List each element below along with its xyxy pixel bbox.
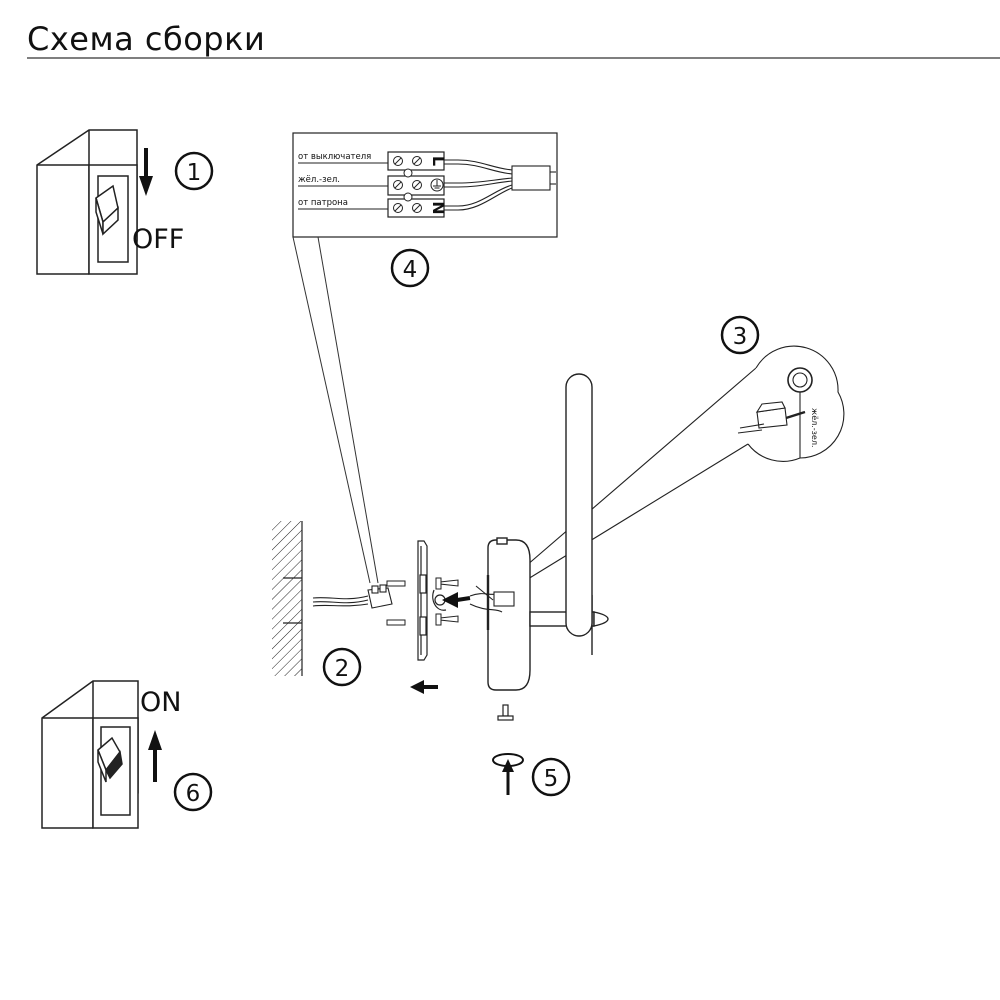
terminal-block-detail: L N от выключателя жёл.-зел. от патрона xyxy=(292,132,558,238)
detail-callout-lines xyxy=(292,236,379,584)
step-6-number: 6 xyxy=(186,781,201,807)
step-6-circle xyxy=(173,772,213,812)
step-5-number: 5 xyxy=(544,766,559,792)
step-3-circle xyxy=(720,315,760,355)
arrow-down-icon xyxy=(139,148,153,196)
wall-dowels xyxy=(386,580,406,626)
off-label: OFF xyxy=(132,224,184,255)
mounting-screws xyxy=(435,577,459,626)
switch-off-illustration xyxy=(36,129,138,275)
step-1-number: 1 xyxy=(187,160,202,186)
fixture-wires xyxy=(469,585,515,613)
terminal-letter-l: L xyxy=(429,156,448,166)
ground-screw-detail xyxy=(504,345,845,591)
mounting-plate xyxy=(417,540,447,661)
step-3-number: 3 xyxy=(733,324,748,350)
arrow-up-small-icon xyxy=(502,759,514,795)
switch-on-illustration xyxy=(41,680,139,829)
fixture-housing xyxy=(486,373,609,691)
arrow-left-bottom-icon xyxy=(410,680,438,694)
step-4-circle xyxy=(390,248,430,288)
arrow-up-icon xyxy=(148,730,162,782)
terminal-letter-n: N xyxy=(429,201,448,214)
label-ground-wire: жёл.-зел. xyxy=(298,175,340,185)
label-from-socket: от патрона xyxy=(298,198,348,208)
wall-section xyxy=(272,521,303,676)
ground-wire-label: жёл.-зел. xyxy=(810,408,819,448)
label-from-switch: от выключателя xyxy=(298,152,371,162)
page-title: Схема сборки xyxy=(27,20,265,58)
step-4-number: 4 xyxy=(403,257,418,283)
bottom-screw xyxy=(497,704,514,721)
step-2-circle xyxy=(322,647,362,687)
arrow-left-icon xyxy=(442,592,471,608)
on-label: ON xyxy=(140,687,181,718)
supply-wires xyxy=(312,584,393,609)
step-1-circle xyxy=(174,151,214,191)
step-5-circle xyxy=(531,757,571,797)
step-2-number: 2 xyxy=(335,656,350,682)
